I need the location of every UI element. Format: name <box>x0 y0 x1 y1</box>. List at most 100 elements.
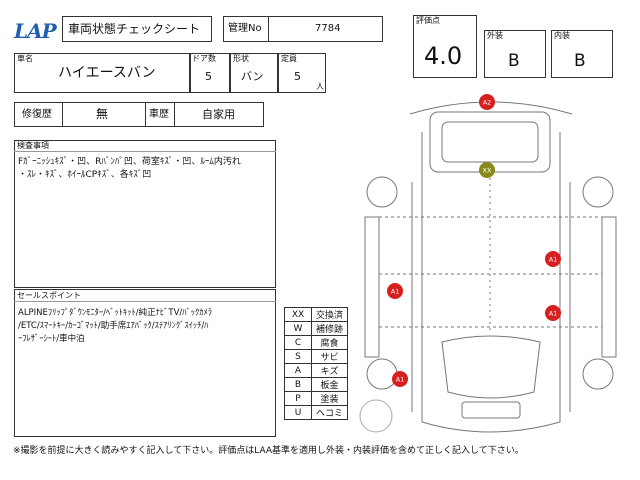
damage-mark-label: A1 <box>391 288 400 296</box>
history-div-2 <box>145 102 146 127</box>
damage-mark: A1 <box>392 371 408 387</box>
capacity-value: 5 <box>294 70 301 83</box>
damage-mark: A1 <box>545 251 561 267</box>
inspection-line-1: Fｶﾞｰﾆｯｼｭｷｽﾞ・凹、Rﾊﾞﾝﾊﾟ凹、荷室ｷｽﾞ・凹、ﾙｰﾑ内汚れ <box>18 157 241 167</box>
inspection-title-line <box>14 151 276 152</box>
footer-note: ※撮影を前提に大きく読みやすく記入して下さい。評価点はLAA基準を適用し外装・内… <box>13 446 524 456</box>
history-div-3 <box>174 102 175 127</box>
exterior-label: 外装 <box>487 31 503 40</box>
damage-mark: A1 <box>545 305 561 321</box>
damage-mark-label: A1 <box>396 376 405 384</box>
legend-meaning: キズ <box>311 363 348 378</box>
legend-code: XX <box>284 307 312 322</box>
legend-code: C <box>284 335 312 350</box>
damage-mark-label: A1 <box>549 256 558 264</box>
legend-code: A <box>284 363 312 378</box>
spare-tire <box>359 399 393 433</box>
legend-code: S <box>284 349 312 364</box>
doors-label: ドア数 <box>192 54 216 63</box>
doors-box <box>190 53 230 93</box>
capacity-unit: 人 <box>316 82 324 91</box>
selling-line-2: /ETC/ｽﾏｰﾄｷｰ/ｶｰｺﾞﾏｯﾄ/助手席ｴｱﾊﾞｯｸ/ｽﾃｱﾘﾝｸﾞｽｲｯ… <box>18 321 209 331</box>
inspection-title: 検査事項 <box>17 141 49 150</box>
sheet-title-box <box>62 16 212 42</box>
damage-mark: A2 <box>479 94 495 110</box>
lap-logo: LAP <box>14 19 57 43</box>
wheel-rear-right <box>582 358 614 390</box>
selling-points-box <box>14 289 276 437</box>
body-outline <box>421 132 561 433</box>
selling-line-1: ALPINEﾌﾘｯﾌﾟﾀﾞｳﾝﾓﾆﾀｰ/ﾍﾞｯﾄｷｯﾄ/純正ﾅﾋﾞTV/ﾊﾞｯｸ… <box>18 308 213 318</box>
sheet-title: 車両状態チェックシート <box>68 22 201 36</box>
legend-meaning: 塗装 <box>311 391 348 406</box>
score-value: 4.0 <box>424 42 463 70</box>
inspection-box <box>14 140 276 288</box>
usage-history-value: 自家用 <box>202 108 235 121</box>
mgmt-no-box <box>223 16 383 42</box>
legend-meaning: 板金 <box>311 377 348 392</box>
left-side-panel <box>364 216 380 358</box>
shape-value: バン <box>241 70 264 83</box>
history-box <box>14 102 264 127</box>
vehicle-name: ハイエースバン <box>58 65 156 81</box>
damage-mark-dot <box>479 94 495 110</box>
rear-window <box>441 335 541 399</box>
score-label: 評価点 <box>416 16 440 25</box>
legend-meaning: 補修跡 <box>311 321 348 336</box>
damage-mark-label: A2 <box>483 99 492 107</box>
history-div-1 <box>62 102 63 127</box>
interior-label: 内装 <box>554 31 570 40</box>
selling-line-3: ｰﾌﾚｻﾞｰｼｰﾄ/車中泊 <box>18 334 85 344</box>
windshield <box>441 121 539 163</box>
capacity-label: 定員 <box>281 54 297 63</box>
mgmt-no-label: 管理No <box>228 23 262 34</box>
right-side-panel <box>601 216 617 358</box>
damage-mark-dot <box>545 305 561 321</box>
shape-label: 形状 <box>233 54 249 63</box>
selling-points-title: セールスポイント <box>17 291 81 300</box>
mgmt-no-value: 7784 <box>315 23 341 34</box>
legend-meaning: ヘコミ <box>311 405 348 420</box>
legend-meaning: サビ <box>311 349 348 364</box>
repair-history-label: 修復歴 <box>22 109 52 120</box>
damage-mark-label: XX <box>483 167 492 175</box>
legend-code: B <box>284 377 312 392</box>
legend-meaning: 交換済 <box>311 307 348 322</box>
score-box <box>413 15 477 78</box>
wheel-front-left <box>366 176 398 208</box>
exterior-box <box>484 30 546 78</box>
damage-mark: A1 <box>387 283 403 299</box>
capacity-box <box>278 53 326 93</box>
vehicle-name-box <box>14 53 190 93</box>
exterior-value: B <box>508 51 520 71</box>
interior-value: B <box>574 51 586 71</box>
rear-bumper <box>461 401 521 419</box>
interior-box <box>551 30 613 78</box>
damage-mark-dot <box>545 251 561 267</box>
damage-mark-dot <box>387 283 403 299</box>
inspection-line-2: ・ｽﾚ・ｷｽﾞ、ﾎｲｰﾙCPｷｽﾞ、各ｷｽﾞ凹 <box>18 170 152 180</box>
damage-mark: XX <box>479 162 495 178</box>
damage-mark-dot <box>392 371 408 387</box>
legend-meaning: 腐食 <box>311 335 348 350</box>
mgmt-no-divider <box>268 16 269 42</box>
legend-code: W <box>284 321 312 336</box>
shape-box <box>230 53 278 93</box>
legend-code: U <box>284 405 312 420</box>
damage-mark-dot <box>479 162 495 178</box>
wheel-rear-left <box>366 358 398 390</box>
vehicle-name-label: 車名 <box>17 54 33 63</box>
repair-history-value: 無 <box>96 107 109 121</box>
doors-value: 5 <box>205 70 212 83</box>
legend-code: P <box>284 391 312 406</box>
